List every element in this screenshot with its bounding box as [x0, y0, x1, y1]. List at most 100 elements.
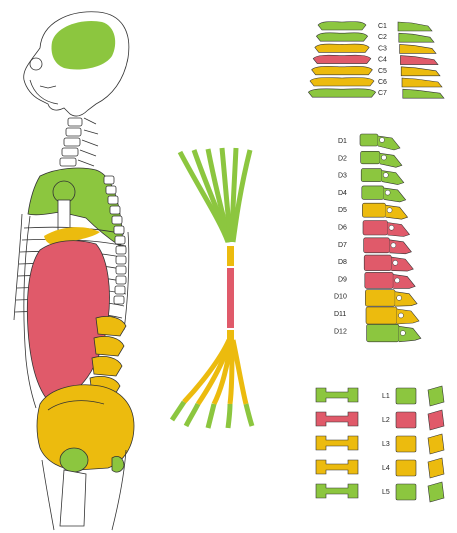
body-figure: [13, 11, 135, 531]
thoracic-foramen: [394, 277, 400, 284]
lumbar-side-process: [427, 385, 445, 407]
cervical-label: C6: [378, 79, 387, 86]
lumbar-front-vertebra: [315, 483, 359, 499]
thoracic-foramen: [381, 154, 387, 161]
cervical-label: C1: [378, 23, 387, 30]
thoracic-vertebra-body: [366, 323, 400, 343]
cervical-label: C2: [378, 34, 387, 41]
fan-ray: [205, 403, 217, 429]
thoracic-foramen: [388, 225, 395, 231]
thoracic-vertebrae: [359, 133, 422, 343]
thoracic-foramen: [379, 137, 385, 143]
cervical-front-vertebra: [314, 43, 370, 53]
lumbar-front-vertebra: [315, 411, 359, 427]
cervical-front-view: [308, 21, 376, 98]
lumbar-label: L4: [382, 465, 390, 472]
cervical-side-vertebra: [399, 44, 437, 54]
thoracic-foramen: [384, 189, 391, 196]
fan-ray: [230, 339, 249, 405]
thoracic-vertebra-body: [363, 254, 392, 271]
thoracic-foramen: [390, 242, 397, 249]
thoracic-vertebra-body: [360, 168, 383, 182]
thoracic-label: D11: [334, 311, 346, 318]
thoracic-vertebra-body: [363, 237, 390, 254]
fan-ray: [183, 402, 201, 428]
cervical-front-vertebra: [316, 32, 368, 42]
fan-ray: [227, 339, 235, 405]
fan-segment-red: [227, 268, 234, 328]
buttock-region: [111, 456, 125, 473]
thoracic-foramen: [400, 330, 406, 336]
thoracic-vertebra-body: [360, 151, 381, 165]
fan-ray: [230, 149, 253, 243]
cervical-side-vertebra: [402, 88, 445, 99]
lumbar-side-body: [395, 411, 417, 429]
thoracic-spinous-process: [396, 308, 420, 325]
thoracic-foramen: [392, 260, 399, 266]
lumbar-side-process: [427, 457, 445, 479]
thoracic-vertebra-body: [365, 289, 396, 307]
cervical-label: C4: [378, 57, 387, 64]
thoracic-label: D4: [338, 190, 347, 197]
cervical-side-vertebra: [401, 77, 443, 88]
arm-outline: [23, 215, 37, 409]
iliac-crest: [47, 400, 105, 411]
hip-joint: [59, 447, 89, 473]
thoracic-label: D6: [338, 225, 347, 232]
neck-spine: [59, 117, 99, 167]
lumbar-side-body: [395, 459, 417, 477]
thoracic-label: D5: [338, 207, 347, 214]
cervical-side-vertebra: [398, 32, 435, 43]
thoracic-label: D1: [338, 138, 347, 145]
lumbar-front-vertebra: [315, 435, 359, 451]
cervical-label: C7: [378, 90, 387, 97]
lumbar-side-view: [395, 385, 445, 503]
jaw: [29, 79, 59, 105]
lumbar-label: L3: [382, 441, 390, 448]
lumbar-front-vertebra: [315, 387, 359, 403]
thoracic-label: D2: [338, 155, 347, 162]
cervical-front-vertebra: [311, 66, 373, 76]
thoracic-vertebra-body: [359, 133, 379, 147]
thoracic-label: D8: [338, 259, 347, 266]
cervical-side-vertebra: [400, 66, 441, 77]
fan-segment-yellow-lower: [227, 330, 234, 340]
fan-ray: [243, 403, 255, 427]
humerus-shaft: [57, 199, 71, 231]
thoracic-vertebra-body: [362, 220, 388, 236]
thoracic-vertebra-body: [364, 272, 394, 289]
thoracic-spine-figure: [103, 175, 127, 305]
fan-ray: [225, 403, 233, 429]
thoracic-label: D10: [334, 294, 347, 301]
cervical-front-vertebra: [312, 54, 372, 64]
cervical-side-view: [397, 21, 445, 99]
thoracic-label: D9: [338, 276, 347, 283]
cervical-side-vertebra: [400, 55, 439, 65]
lumbar-front-view: [315, 387, 359, 499]
lumbar-side-body: [395, 483, 417, 501]
femur: [59, 469, 87, 527]
thoracic-label: D7: [338, 242, 347, 249]
lumbar-side-process: [427, 433, 445, 455]
cervical-label: C3: [378, 45, 387, 52]
upper-abdomen-region: [44, 227, 100, 245]
thoracic-foramen: [383, 172, 389, 178]
pelvis-region: [36, 384, 135, 471]
lumbar-label: L1: [382, 393, 390, 400]
thoracic-vertebra-body: [361, 185, 384, 200]
thoracic-label: D12: [334, 328, 347, 335]
thoracic-label: D3: [338, 173, 347, 180]
lumbar-side-body: [395, 387, 417, 405]
thoracic-foramen: [386, 207, 393, 213]
cervical-front-vertebra: [309, 77, 375, 87]
lumbar-side-body: [395, 435, 417, 453]
brain-region: [51, 20, 116, 70]
fan-segment-yellow-upper: [227, 246, 234, 266]
thoracic-foramen: [398, 312, 404, 319]
dermatome-fan: [169, 147, 255, 429]
thoracic-spinous-process: [393, 274, 416, 289]
